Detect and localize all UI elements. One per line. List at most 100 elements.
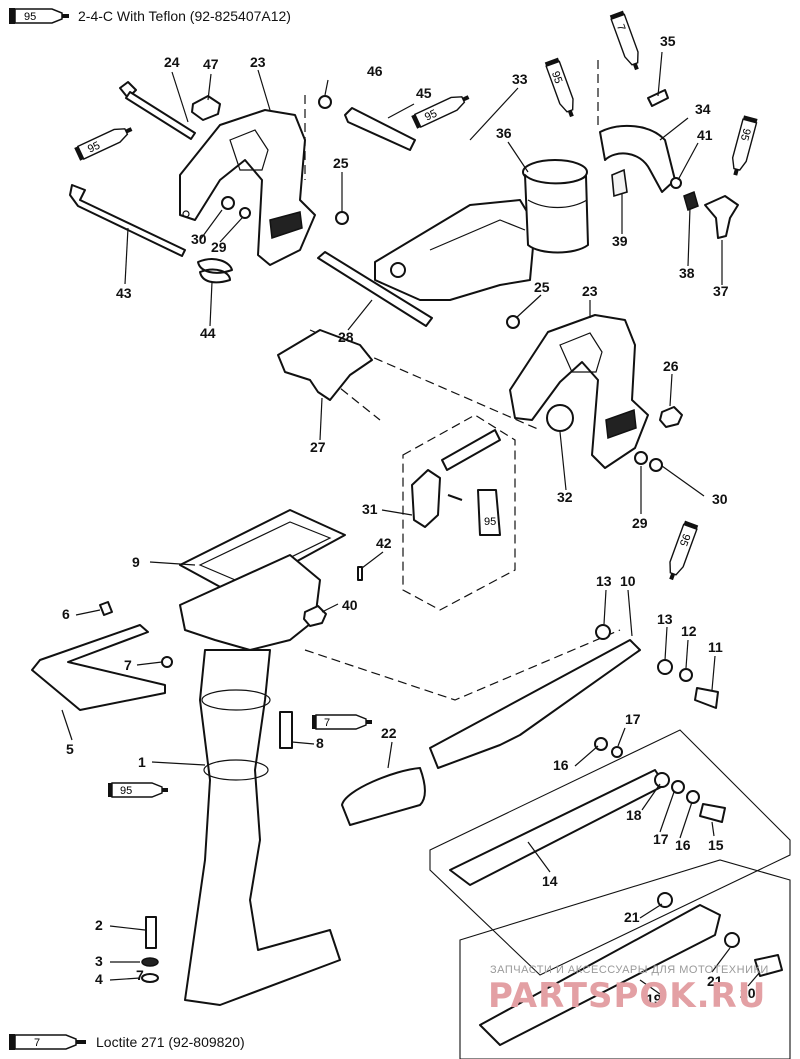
callout-1: 1 [138, 754, 146, 770]
washer-25-lower [506, 315, 520, 329]
callout-26: 26 [663, 358, 679, 374]
shaft-28 [317, 251, 433, 327]
callout-32: 32 [557, 489, 573, 505]
svg-text:95: 95 [677, 532, 692, 548]
callout-7b: 7 [136, 967, 144, 983]
callout-20: 20 [740, 985, 756, 1001]
tiller-arm-panel [429, 729, 791, 976]
align-line [329, 379, 381, 421]
callout-35: 35 [660, 33, 676, 49]
callout-47: 47 [203, 56, 219, 72]
callout-44: 44 [200, 325, 216, 341]
bolt-11 [694, 687, 719, 709]
grip-22 [341, 767, 426, 826]
callout-45: 45 [416, 85, 432, 101]
svg-text:95: 95 [86, 140, 102, 156]
bolt-24 [119, 81, 196, 140]
handle-5 [31, 624, 166, 711]
callout-18: 18 [626, 807, 642, 823]
svg-text:7: 7 [324, 717, 330, 729]
callout-31: 31 [362, 501, 378, 517]
grease-tube-31: 95 [477, 489, 501, 536]
callout-27: 27 [310, 439, 326, 455]
pin-31 [441, 429, 501, 471]
swivel-bracket-33 [374, 199, 536, 301]
nut-47 [191, 95, 221, 121]
grease-tube-95: 95 [544, 56, 580, 120]
clamp-bracket-upper [179, 109, 316, 266]
callout-14: 14 [542, 873, 558, 889]
lock-31 [411, 469, 441, 528]
callout-29: 29 [211, 239, 227, 255]
nut-40 [303, 605, 327, 627]
bushing-18 [654, 772, 670, 788]
callout-25b: 25 [534, 279, 550, 295]
washer-29 [239, 207, 251, 219]
grease-tube-7: 7 [609, 9, 645, 73]
pin-45 [344, 107, 416, 151]
callout-30: 30 [191, 231, 207, 247]
callout-9: 9 [132, 554, 140, 570]
screw-31 [447, 494, 463, 501]
extension-19 [479, 904, 721, 1046]
leader-lines [61, 51, 761, 995]
callout-16: 16 [553, 757, 569, 773]
grease-tube-95: 95 [107, 782, 169, 798]
callout-19: 19 [646, 991, 662, 1007]
callout-29b: 29 [632, 515, 648, 531]
svg-text:95: 95 [484, 516, 496, 528]
callout-25: 25 [333, 155, 349, 171]
callout-37: 37 [713, 283, 729, 299]
washer-13b [657, 659, 673, 675]
washer-16 [594, 737, 608, 751]
callout-39: 39 [612, 233, 628, 249]
grease-tube-95: 95 [73, 121, 136, 162]
tiller-arm-10 [429, 639, 641, 769]
svg-text:95: 95 [423, 108, 439, 124]
nut-30 [221, 196, 235, 210]
callout-34: 34 [695, 101, 711, 117]
callout-17: 17 [625, 711, 641, 727]
thumb-screw-37 [704, 195, 739, 239]
callout-16b: 16 [675, 837, 691, 853]
bushing-36 [522, 159, 589, 254]
bolt-15 [699, 803, 726, 823]
callouts: 24 47 23 46 45 33 35 34 36 41 25 30 29 4… [62, 33, 756, 1007]
svg-text:95: 95 [120, 785, 132, 797]
nut-7 [161, 656, 173, 668]
pin-42 [357, 566, 363, 581]
washer-25 [335, 211, 349, 225]
callout-28: 28 [338, 329, 354, 345]
grease-tube-95: 95 [727, 114, 759, 178]
spring-38 [683, 190, 699, 212]
washer-13 [595, 624, 611, 640]
plate-32 [546, 404, 574, 432]
washer-12 [679, 668, 693, 682]
callout-41: 41 [697, 127, 713, 143]
callout-5: 5 [66, 741, 74, 757]
washer-41 [670, 177, 682, 189]
clamp-bracket-lower [509, 314, 649, 469]
legend-loctite: 7 Loctite 271 (92-809820) [8, 1031, 245, 1053]
callout-4: 4 [95, 971, 103, 987]
callout-2: 2 [95, 917, 103, 933]
kit-31-dashed-box [402, 414, 516, 611]
washer-4 [141, 973, 159, 983]
legend-loctite-number: 7 [34, 1037, 40, 1049]
callout-43: 43 [116, 285, 132, 301]
washer-17 [611, 746, 623, 758]
callout-42: 42 [376, 535, 392, 551]
washer-29-lower [634, 451, 648, 465]
bolt-20 [754, 954, 783, 977]
svg-text:95: 95 [549, 70, 564, 86]
screw-2 [145, 916, 157, 949]
callout-13: 13 [596, 573, 612, 589]
washer-17b [671, 780, 685, 794]
nut-26 [659, 406, 683, 428]
callout-46: 46 [367, 63, 383, 79]
watermark-logo: PARTSPOK.RU [488, 976, 767, 1016]
bracket-27 [277, 329, 373, 401]
callout-40: 40 [342, 597, 358, 613]
bolt-8 [279, 711, 293, 749]
callout-38: 38 [679, 265, 695, 281]
